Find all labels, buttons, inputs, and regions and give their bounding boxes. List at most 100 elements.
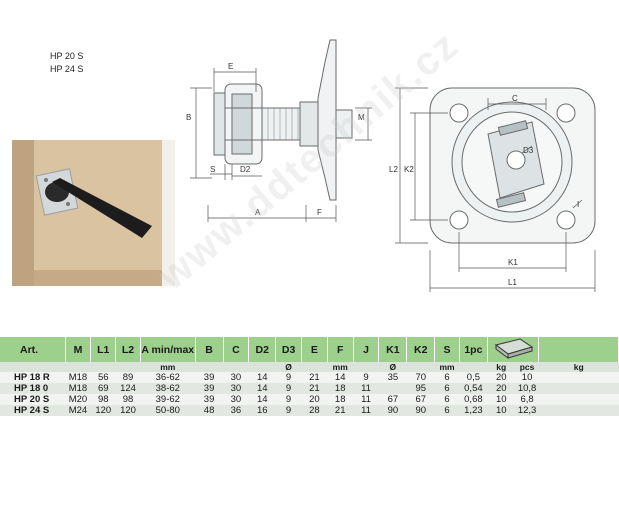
article-cell: HP 24 S (0, 405, 66, 416)
table-cell: 1,23 (459, 405, 488, 416)
table-cell: 9 (275, 372, 302, 383)
unit-cell (65, 362, 91, 372)
table-cell: 69 (90, 383, 116, 394)
table-cell: 14 (248, 383, 276, 394)
front-view (429, 87, 596, 244)
dim-label: S (210, 165, 215, 174)
table-cell: 11 (353, 405, 379, 416)
table-cell: 39 (195, 383, 224, 394)
table-cell: 10,8 (515, 383, 539, 394)
table-cell: 0,68 (459, 394, 488, 405)
base-plate-side (317, 39, 337, 201)
table-cell (538, 383, 619, 394)
dim-label: L2 (389, 165, 398, 174)
unit-cell (223, 362, 249, 372)
unit-cell (115, 362, 141, 372)
spec-table: Art. M L1 L2 A min/max B C D2 D3 E F J K… (0, 337, 619, 416)
table-cell: 67 (378, 394, 407, 405)
unit-cell (459, 362, 488, 372)
table-cell: 98 (90, 394, 116, 405)
column-header: D3 (275, 337, 302, 362)
table-cell: 20 (487, 383, 516, 394)
table-cell: 18 (327, 383, 354, 394)
table-cell (538, 405, 619, 416)
article-cell: HP 18 0 (0, 383, 66, 394)
mount-hole (556, 103, 576, 123)
table-cell: 21 (301, 372, 328, 383)
unit-cell: mm (327, 362, 354, 372)
table-cell: 10 (487, 394, 516, 405)
technical-drawing: E B S D2 A F M C D3 L2 K2 K1 L1 I (186, 39, 596, 292)
unit-cell: Ø (275, 362, 302, 372)
dim-label: E (228, 62, 233, 71)
column-header: 1pc (459, 337, 488, 362)
column-header: D2 (248, 337, 277, 362)
table-cell: 10 (487, 405, 516, 416)
table-cell: 70 (406, 372, 435, 383)
dim-label: K2 (404, 165, 414, 174)
table-cell: 28 (301, 405, 328, 416)
dim-label: A (255, 208, 261, 217)
dim-label: C (512, 94, 518, 103)
table-units-row: mm Ø mm Ø mm kg pcs kg (0, 362, 619, 372)
table-cell: 0,54 (459, 383, 488, 394)
table-cell: 6 (434, 394, 460, 405)
dim-label: B (186, 113, 191, 122)
table-cell: 18 (327, 394, 354, 405)
mount-hole (449, 103, 469, 123)
table-cell: 90 (406, 405, 435, 416)
product-photo (12, 140, 175, 286)
table-cell: 16 (248, 405, 276, 416)
dim-label: D3 (523, 146, 534, 155)
table-cell: 9 (353, 372, 379, 383)
hinge-pin (231, 93, 253, 155)
table-cell: 89 (115, 372, 141, 383)
unit-cell (90, 362, 116, 372)
table-cell: 6 (434, 405, 460, 416)
table-cell: 50-80 (140, 405, 196, 416)
table-header-row: Art. M L1 L2 A min/max B C D2 D3 E F J K… (0, 337, 619, 362)
table-cell: 6,8 (515, 394, 539, 405)
nut (299, 101, 319, 147)
dim-label: F (317, 208, 322, 217)
table-cell: 14 (248, 372, 276, 383)
column-header (538, 337, 619, 362)
column-header: B (195, 337, 224, 362)
table-cell: 14 (248, 394, 276, 405)
table-cell: 120 (90, 405, 116, 416)
column-header: K1 (378, 337, 408, 362)
unit-cell: pcs (515, 362, 539, 372)
package-icon (487, 337, 540, 362)
model-name: HP 24 S (50, 64, 84, 74)
table-cell: 30 (223, 383, 249, 394)
table-cell: 38-62 (140, 383, 196, 394)
table-cell: 0,5 (459, 372, 488, 383)
table-cell: 39 (195, 372, 224, 383)
table-cell: 30 (223, 372, 249, 383)
table-cell: M18 (65, 372, 91, 383)
table-cell: M24 (65, 405, 91, 416)
table-cell: 20 (487, 372, 516, 383)
table-cell: 21 (327, 405, 354, 416)
model-name: HP 20 S (50, 51, 84, 61)
table-cell: 6 (434, 383, 460, 394)
model-list: HP 20 S HP 24 S (50, 50, 83, 76)
article-cell: HP 20 S (0, 394, 66, 405)
table-cell (378, 383, 407, 394)
column-header: E (301, 337, 328, 362)
table-cell: 98 (115, 394, 141, 405)
unit-cell (301, 362, 328, 372)
table-cell: 9 (275, 394, 302, 405)
table-cell: 36 (223, 405, 249, 416)
table-cell: 90 (378, 405, 407, 416)
dim-label: D2 (240, 165, 251, 174)
unit-cell (406, 362, 435, 372)
column-header: M (65, 337, 92, 362)
table-cell: 48 (195, 405, 224, 416)
unit-cell: kg (487, 362, 516, 372)
table-cell (538, 372, 619, 383)
side-view (213, 39, 353, 201)
